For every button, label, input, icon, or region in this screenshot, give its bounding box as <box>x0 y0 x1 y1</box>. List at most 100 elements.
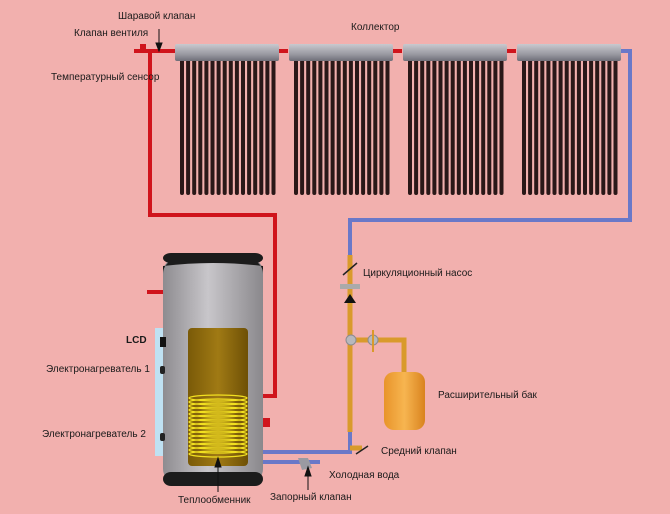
heater1-icon <box>160 366 165 374</box>
vacuum-tube <box>228 58 233 195</box>
label-cold-water: Холодная вода <box>329 470 400 481</box>
vacuum-tube <box>493 58 498 195</box>
vacuum-tube <box>222 58 227 195</box>
vacuum-tube <box>306 58 311 195</box>
vacuum-tube <box>265 58 270 195</box>
vacuum-tube <box>432 58 437 195</box>
label-shutoff-valve: Запорный клапан <box>270 492 352 503</box>
collector-panel <box>403 44 507 195</box>
tank-top-cap <box>163 253 263 263</box>
ball-valve-arrow-icon <box>155 29 163 53</box>
vacuum-tube <box>216 58 221 195</box>
expansion-tank <box>384 372 425 430</box>
vacuum-tube <box>540 58 545 195</box>
heater2-icon <box>160 433 165 441</box>
heat-exchanger-coil <box>188 394 248 458</box>
vacuum-tube <box>192 58 197 195</box>
tank-bottom-cap <box>163 472 263 486</box>
vacuum-tube <box>595 58 600 195</box>
middle-valve-icon <box>355 445 369 455</box>
valve-icons <box>345 330 379 352</box>
vacuum-tube <box>324 58 329 195</box>
vacuum-tube <box>234 58 239 195</box>
vacuum-tube <box>294 58 298 195</box>
heat-exchanger-arrow-icon <box>214 456 222 492</box>
collector-header <box>289 44 393 61</box>
vacuum-tube <box>607 58 612 195</box>
vacuum-tube <box>373 58 378 195</box>
vacuum-tube <box>534 58 539 195</box>
vacuum-tube <box>408 58 412 195</box>
vacuum-tube <box>271 58 276 195</box>
label-ball-valve: Шаравой клапан <box>118 11 196 22</box>
vacuum-tube <box>450 58 455 195</box>
vacuum-tube <box>414 58 419 195</box>
vent-valve-icon <box>140 44 146 50</box>
vacuum-tube <box>469 58 473 195</box>
vacuum-tube <box>487 58 492 195</box>
label-middle-valve: Средний клапан <box>381 446 457 457</box>
vacuum-tube <box>348 58 353 195</box>
vacuum-tube <box>546 58 551 195</box>
vacuum-tube <box>361 58 366 195</box>
circulation-pump-icon <box>340 262 360 303</box>
vacuum-tube <box>186 58 191 195</box>
collector-header <box>175 44 279 61</box>
label-collector: Коллектор <box>351 22 400 33</box>
collector-panel <box>517 44 621 195</box>
vacuum-tube <box>420 58 425 195</box>
vacuum-tube <box>342 58 347 195</box>
vacuum-tube <box>583 58 587 195</box>
vacuum-tube <box>241 58 245 195</box>
collector-panel <box>289 44 393 195</box>
vacuum-tube <box>210 58 215 195</box>
collector-header <box>403 44 507 61</box>
label-heater1: Электронагреватель 1 <box>46 364 150 375</box>
vacuum-tube <box>499 58 504 195</box>
vacuum-tube <box>367 58 372 195</box>
label-vent-valve: Клапан вентиля <box>74 28 149 39</box>
label-circ-pump: Циркуляционный насос <box>363 268 473 279</box>
label-expansion-tank: Расширительный бак <box>438 390 537 401</box>
vacuum-tube <box>204 58 209 195</box>
vacuum-tube <box>589 58 594 195</box>
vacuum-tube <box>318 58 323 195</box>
vacuum-tube <box>253 58 258 195</box>
collector-panel <box>175 44 279 195</box>
vacuum-tube <box>198 58 203 195</box>
vacuum-tube <box>564 58 569 195</box>
label-temp-sensor: Температурный сенсор <box>51 72 160 83</box>
vacuum-tube <box>552 58 557 195</box>
vacuum-tube <box>385 58 390 195</box>
vacuum-tube <box>570 58 575 195</box>
label-heat-exchanger: Теплообменник <box>178 495 251 506</box>
vacuum-tube <box>522 58 526 195</box>
vacuum-tube <box>438 58 443 195</box>
vacuum-tube <box>601 58 606 195</box>
shutoff-valve-icon <box>298 458 312 470</box>
vacuum-tube <box>259 58 264 195</box>
vacuum-tube <box>330 58 335 195</box>
vacuum-tube <box>475 58 480 195</box>
cold-pipe <box>262 49 632 464</box>
vacuum-tube <box>481 58 486 195</box>
vacuum-tube <box>312 58 317 195</box>
vacuum-tube <box>558 58 563 195</box>
vacuum-tube <box>426 58 431 195</box>
label-heater2: Электронагреватель 2 <box>42 429 146 440</box>
hot-outlet-icon <box>262 418 270 427</box>
vacuum-tube <box>247 58 252 195</box>
control-panel <box>155 328 164 456</box>
vacuum-tube <box>300 58 305 195</box>
vacuum-tube <box>444 58 449 195</box>
vacuum-tube <box>355 58 359 195</box>
shutoff-arrow-icon <box>304 465 312 490</box>
vacuum-tube <box>462 58 467 195</box>
vacuum-tube <box>379 58 384 195</box>
hot-pipe <box>134 49 516 398</box>
lcd-icon <box>160 337 166 347</box>
vacuum-tube <box>456 58 461 195</box>
vacuum-tube <box>528 58 533 195</box>
